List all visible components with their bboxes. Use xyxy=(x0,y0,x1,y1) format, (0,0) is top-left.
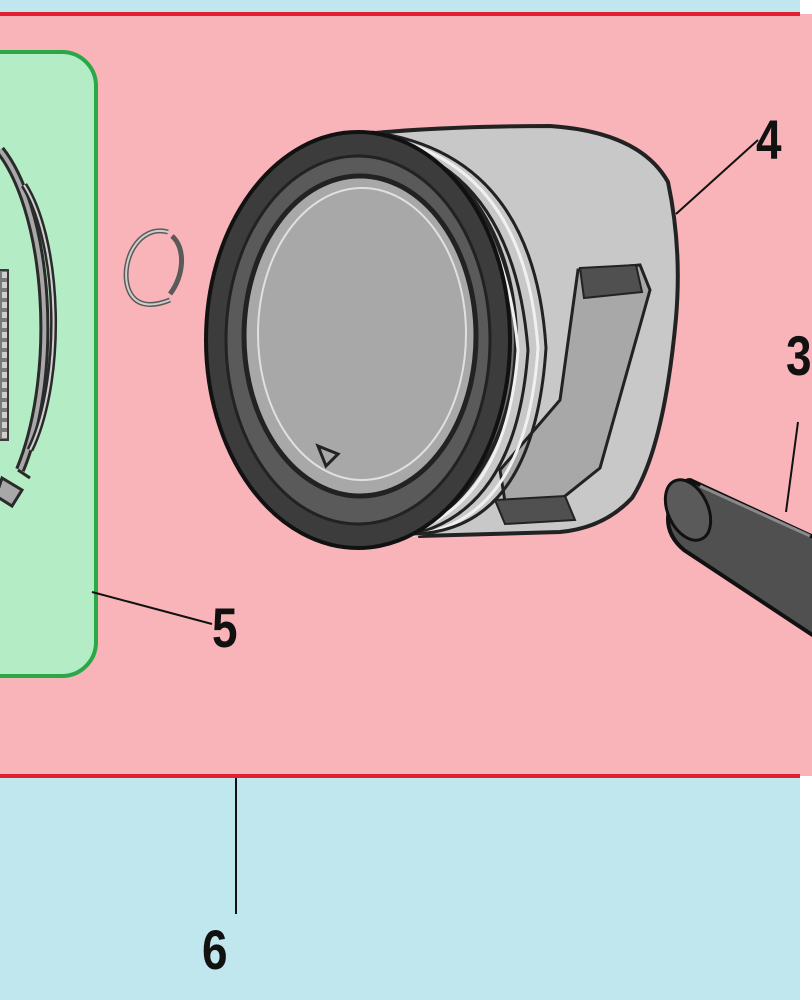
leader-line-pin xyxy=(785,421,799,513)
direction-arrow-mark xyxy=(315,443,341,469)
piston-pin-part xyxy=(663,477,812,638)
leader-line-piston xyxy=(675,139,759,215)
piston-part xyxy=(204,123,680,550)
piston-rings-part xyxy=(0,146,58,509)
leader-line-rings xyxy=(91,591,213,625)
